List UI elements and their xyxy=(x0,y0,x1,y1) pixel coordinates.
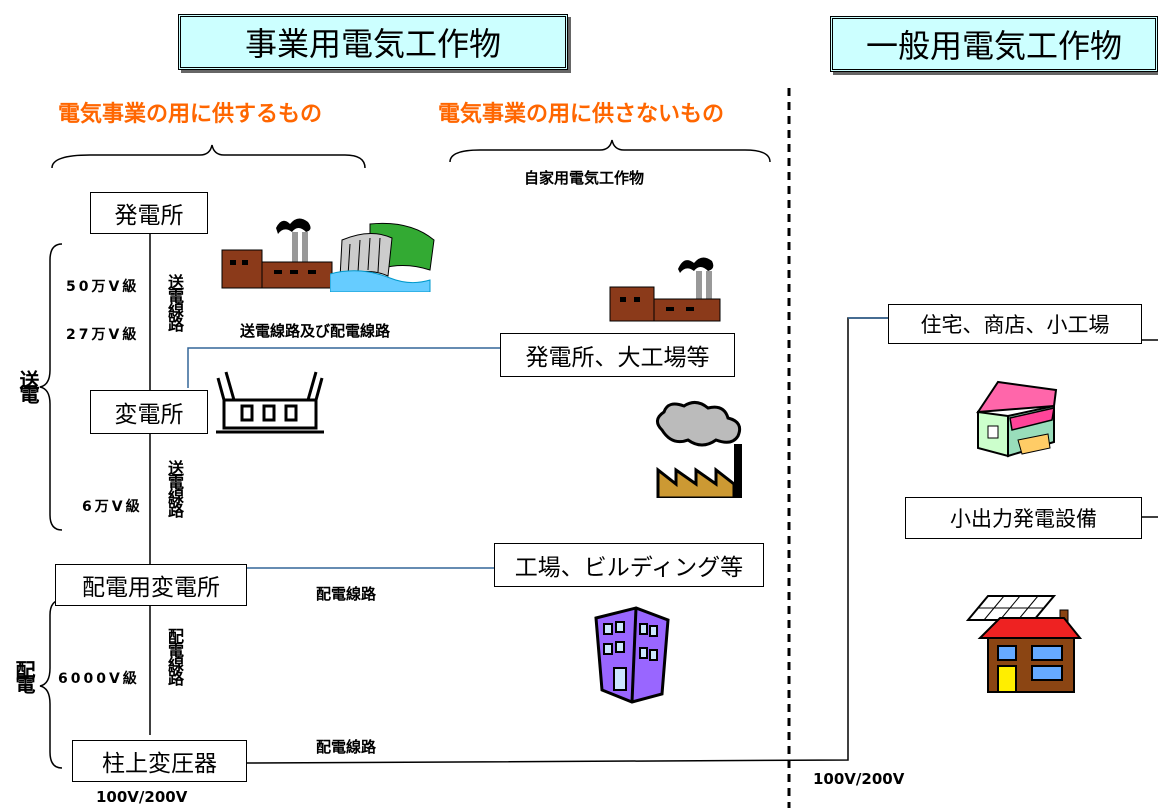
distribution-line-label-2: 配電線路 xyxy=(316,738,377,756)
substation-icon xyxy=(216,371,324,434)
voltage-low-left: 100V/200V xyxy=(96,788,188,806)
business-title: 事業用電気工作物 xyxy=(178,14,568,70)
private-use-label: 自家用電気工作物 xyxy=(524,169,645,187)
substation-node: 変電所 xyxy=(90,390,208,434)
voltage-270k: 27万V級 xyxy=(66,327,140,343)
dam-icon xyxy=(330,222,435,292)
transmission-line-label-1: 送電線路 xyxy=(165,274,184,330)
pollution-factory-icon xyxy=(656,401,742,498)
small-generation-node: 小出力発電設備 xyxy=(905,497,1142,539)
voltage-60k: 6万V級 xyxy=(82,499,143,515)
distribution-line-label-vertical: 配電線路 xyxy=(165,628,184,684)
factory-icon xyxy=(609,257,721,322)
voltage-low-right: 100V/200V xyxy=(813,770,905,788)
transmission-line-label-2: 送電線路 xyxy=(165,460,184,516)
voltage-6000: 6000V級 xyxy=(58,671,140,687)
residence-node: 住宅、商店、小工場 xyxy=(888,304,1142,344)
power-plant-node: 発電所 xyxy=(90,192,208,234)
side-label-transmission: 送電 xyxy=(16,370,40,398)
general-title: 一般用電気工作物 xyxy=(830,16,1158,72)
heading-not-for-utility: 電気事業の用に供さないもの xyxy=(438,102,725,127)
business-title-text: 事業用電気工作物 xyxy=(244,25,501,63)
general-title-text: 一般用電気工作物 xyxy=(865,27,1122,65)
factory-building-node: 工場、ビルディング等 xyxy=(494,543,764,587)
pole-transformer-node: 柱上変圧器 xyxy=(72,740,247,782)
shop-icon xyxy=(976,380,1058,458)
plant-factory-node: 発電所、大工場等 xyxy=(500,333,735,377)
distribution-substation-node: 配電用変電所 xyxy=(55,564,247,606)
factory-icon xyxy=(221,218,333,289)
side-label-distribution: 配電 xyxy=(12,660,36,688)
solar-house-icon xyxy=(965,595,1083,693)
trans-and-dist-label: 送電線路及び配電線路 xyxy=(240,322,391,340)
office-building-icon xyxy=(594,606,670,704)
voltage-500k: 50万V級 xyxy=(66,279,140,295)
distribution-line-label-1: 配電線路 xyxy=(316,585,377,603)
heading-for-utility: 電気事業の用に供するもの xyxy=(58,102,323,127)
